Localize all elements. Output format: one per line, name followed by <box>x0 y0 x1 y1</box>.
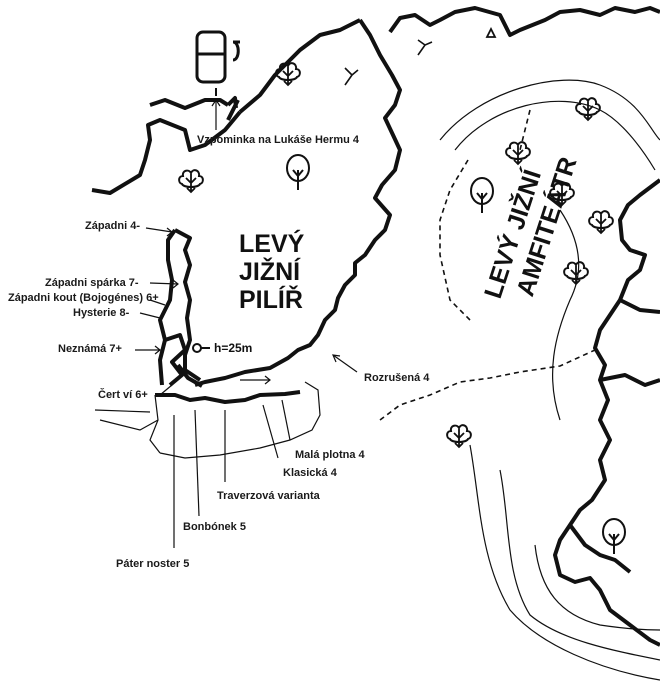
bush-icon <box>275 62 301 86</box>
route-label-klasicka: Klasická 4 <box>283 467 338 479</box>
route-arrows <box>135 98 358 548</box>
deciduous-tree-icon <box>602 518 626 555</box>
route-label-neznama: Neznámá 7+ <box>58 343 122 355</box>
amphitheatre-title: LEVÝ JIŽNÍ AMFITEÁTR <box>477 153 582 301</box>
deciduous-tree-icon <box>470 177 494 214</box>
bush-icon <box>505 141 531 165</box>
route-label-cert-vi: Čert ví 6+ <box>98 388 148 401</box>
pillar-rock-outline <box>91 18 402 404</box>
start-circle-icon <box>192 343 210 353</box>
route-label-zapadni-sparka: Západni spárka 7- <box>45 277 139 289</box>
terrain-contours <box>439 79 660 681</box>
pillar-title-line1: LEVÝ <box>239 228 305 258</box>
route-label-pater-noster: Páter noster 5 <box>116 558 189 570</box>
route-label-zapadni-kout: Západni kout (Bojogénes) 6+ <box>8 292 159 304</box>
route-label-vzpominka: Vzpominka na Lukáše Hermu 4 <box>197 134 360 146</box>
height-label: h=25m <box>214 341 252 355</box>
summit-triangle-icon <box>485 26 497 38</box>
bush-icon <box>563 261 589 285</box>
grass-icon <box>344 39 433 86</box>
deciduous-tree-icon <box>286 154 310 191</box>
route-label-traverzova: Traverzová varianta <box>217 490 321 502</box>
route-label-zapadni: Západni 4- <box>85 220 140 232</box>
route-label-bonbonek: Bonbónek 5 <box>183 521 246 533</box>
bush-icon <box>588 210 614 234</box>
amphitheatre-rock-outline <box>388 6 660 647</box>
bush-icon <box>178 169 204 193</box>
pillar-title-line3: PILÍŘ <box>239 284 303 314</box>
parking-icon <box>195 30 240 96</box>
route-label-hysterie: Hysterie 8- <box>73 307 130 319</box>
bush-icon <box>446 424 472 448</box>
pillar-title-line2: JIŽNÍ <box>239 256 301 286</box>
route-label-rozrusena: Rozrušená 4 <box>364 372 430 384</box>
bush-icon <box>575 97 601 121</box>
route-label-mala-plotna: Malá plotna 4 <box>295 449 366 461</box>
